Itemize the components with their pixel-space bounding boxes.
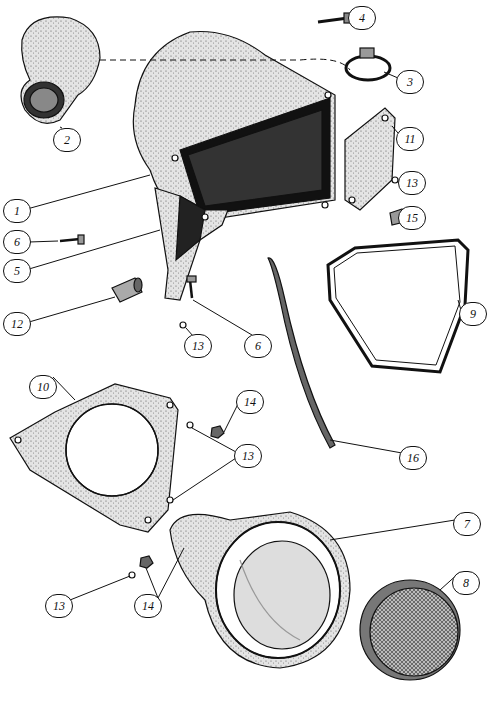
callout-number: 8 [452,571,480,595]
callout-number: 12 [3,312,31,336]
callout-number: 16 [399,446,427,470]
callout-number: 13 [234,444,262,468]
callout-number: 3 [396,70,424,94]
callout-number: 13 [398,171,426,195]
callout-number: 6 [3,230,31,254]
callout-number: 4 [348,6,376,30]
callout-number: 11 [396,127,424,151]
callout-number: 15 [398,206,426,230]
callout-number: 14 [134,594,162,618]
callout-number: 9 [459,302,487,326]
callout-number: 13 [45,594,73,618]
callout-number: 10 [29,375,57,399]
callout-number: 14 [236,390,264,414]
callout-number: 1 [3,199,31,223]
callout-number: 13 [184,334,212,358]
callout-number: 5 [3,259,31,283]
callout-number: 7 [453,512,481,536]
callout-number: 2 [53,128,81,152]
callout-number: 6 [244,334,272,358]
